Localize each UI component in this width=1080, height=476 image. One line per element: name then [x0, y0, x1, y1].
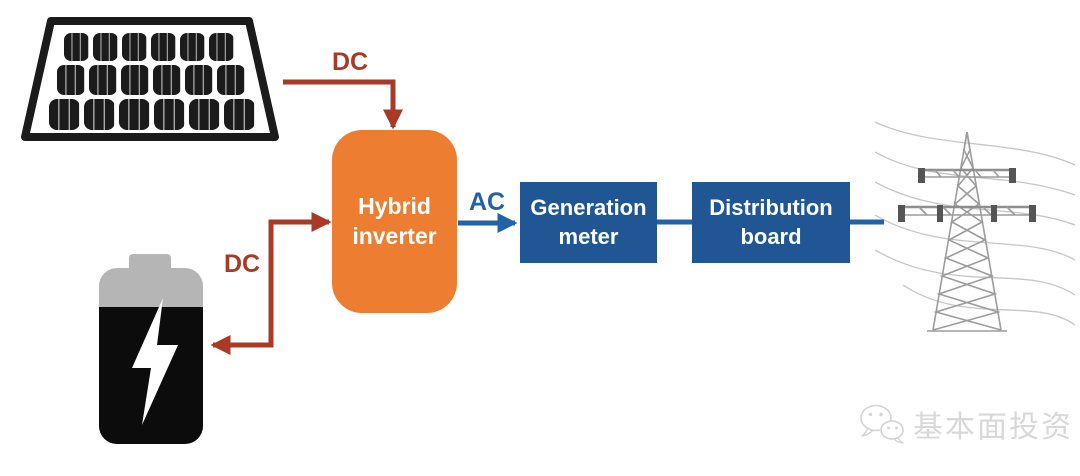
lightning-bolt-icon: [132, 298, 178, 425]
distribution-board-label: Distribution board: [709, 194, 833, 249]
distribution-board-node: Distribution board: [692, 182, 850, 263]
solar-panel-icon: [21, 17, 279, 141]
battery-icon: [99, 254, 203, 444]
generation-meter-label: Generation meter: [530, 194, 647, 249]
watermark: 基本面投资: [858, 402, 1073, 446]
dc-arrow-solar-to-inverter: [283, 79, 403, 130]
dc-label-solar: DC: [331, 48, 369, 76]
watermark-text: 基本面投资: [913, 410, 1073, 445]
dc-arrow-inverter-battery: [210, 212, 332, 355]
wechat-icon: [860, 404, 904, 444]
hybrid-inverter-label: Hybrid inverter: [352, 192, 437, 249]
transmission-tower-icon: [875, 121, 1075, 332]
generation-meter-node: Generation meter: [520, 182, 657, 263]
ac-label: AC: [468, 188, 506, 216]
hybrid-inverter-node: Hybrid inverter: [332, 130, 457, 313]
dc-label-battery: DC: [223, 250, 261, 278]
